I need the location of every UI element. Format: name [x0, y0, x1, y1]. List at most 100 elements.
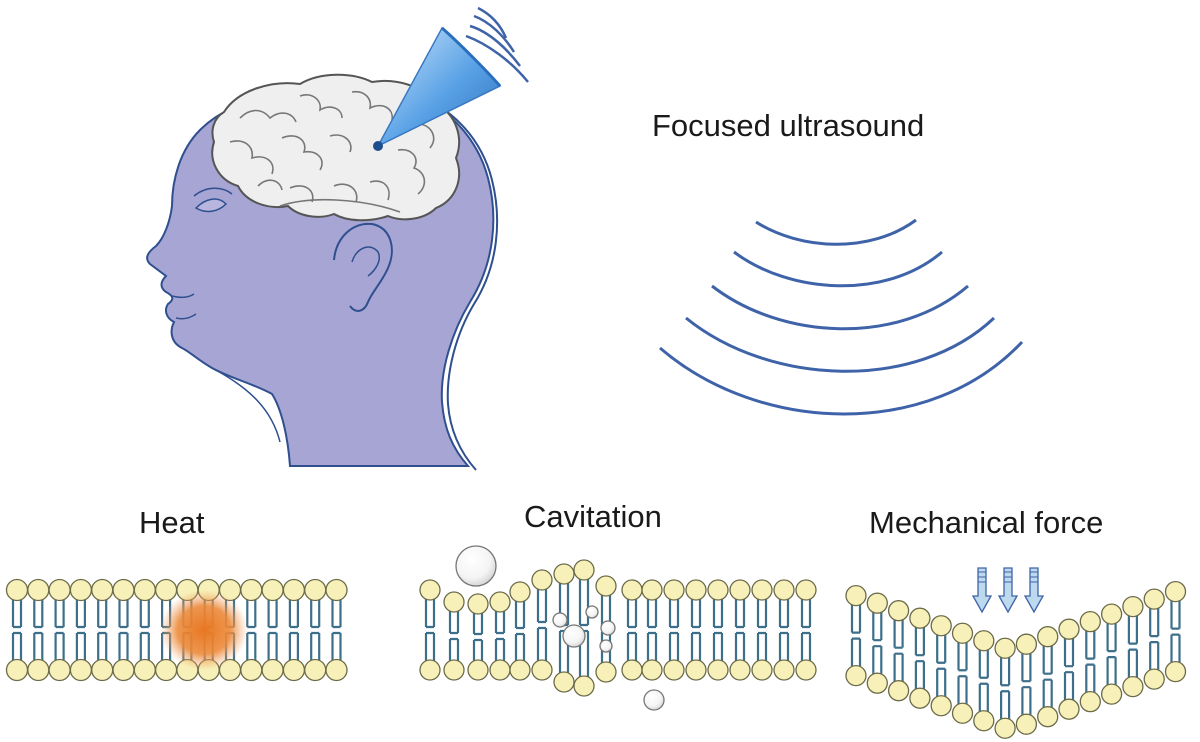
lipid-tail-icon	[800, 631, 812, 661]
lipid-tail-icon	[288, 599, 299, 629]
lipid-tail-icon	[626, 599, 638, 629]
lipid-tail-icon	[978, 649, 989, 679]
lipid-head-icon	[509, 659, 531, 681]
lipid-head-icon	[909, 607, 931, 629]
lipid-head-icon	[973, 630, 995, 652]
lipid-head-icon	[773, 579, 795, 601]
lipid-tail-icon	[139, 599, 150, 629]
lipid-tail-icon	[756, 599, 768, 629]
lipid-head-icon	[531, 569, 553, 591]
lipid-head-icon	[489, 659, 511, 681]
lipid-head-icon	[1164, 660, 1187, 683]
lipid-tail-icon	[690, 599, 702, 629]
lipid-tail-icon	[778, 599, 790, 629]
lipid-tail-icon	[97, 599, 108, 629]
lipid-tail-icon	[800, 599, 812, 629]
lipid-head-icon	[282, 658, 306, 682]
heat-spot	[160, 590, 248, 670]
lipid-tail-icon	[514, 601, 526, 630]
lipid-tail-icon	[11, 631, 23, 661]
lipid-head-icon	[1164, 580, 1187, 603]
lipid-head-icon	[509, 581, 531, 603]
eye-icon	[194, 198, 228, 213]
lipid-head-icon	[154, 578, 178, 602]
lipid-tail-icon	[978, 682, 989, 712]
ultrasound-waves-icon	[659, 218, 1024, 416]
lipid-head-icon	[467, 659, 489, 681]
lipid-head-icon	[641, 659, 663, 681]
lipid-head-icon	[773, 659, 795, 681]
lipid-head-icon	[595, 575, 617, 597]
lipid-head-icon	[1015, 713, 1038, 735]
lipid-tail-icon	[668, 631, 680, 661]
lipid-tail-icon	[914, 660, 925, 690]
lipid-head-icon	[707, 579, 729, 601]
lipid-head-icon	[866, 592, 888, 614]
lipid-head-icon	[663, 579, 685, 601]
lipid-head-icon	[443, 659, 465, 681]
lipid-tail-icon	[1085, 663, 1096, 693]
lipid-head-icon	[930, 695, 952, 717]
lipid-tail-icon	[893, 652, 904, 682]
lipid-tail-icon	[626, 631, 638, 661]
lipid-head-icon	[1037, 706, 1059, 728]
lipid-tail-icon	[424, 631, 436, 661]
lipid-head-icon	[973, 710, 995, 732]
lipid-head-icon	[240, 578, 263, 602]
lipid-tail-icon	[1021, 653, 1032, 683]
lipid-tail-icon	[118, 631, 129, 661]
lipid-head-icon	[1015, 633, 1038, 655]
lipid-tail-icon	[54, 631, 65, 661]
lipid-head-icon	[729, 659, 751, 681]
lipid-head-icon	[1037, 626, 1059, 648]
lipid-head-icon	[27, 658, 50, 682]
lipid-head-icon	[282, 578, 306, 602]
lipid-head-icon	[325, 658, 348, 682]
lipid-head-icon	[531, 659, 553, 681]
lipid-head-icon	[994, 637, 1016, 659]
lipid-tail-icon	[1149, 608, 1160, 638]
lipid-tail-icon	[578, 579, 590, 627]
lipid-head-icon	[1058, 618, 1080, 640]
lipid-tail-icon	[536, 589, 548, 624]
lipid-tail-icon	[957, 642, 968, 672]
lipid-tail-icon	[75, 631, 86, 661]
lipid-tail-icon	[1063, 671, 1075, 701]
lipid-tail-icon	[288, 631, 299, 661]
lipid-tail-icon	[331, 631, 342, 661]
bubble-icon	[562, 624, 586, 648]
lipid-head-icon	[112, 578, 135, 602]
lipid-tail-icon	[936, 667, 947, 697]
lipid-tail-icon	[1021, 686, 1032, 716]
lipid-head-icon	[887, 680, 910, 702]
lipid-head-icon	[751, 579, 773, 601]
lipid-head-icon	[707, 659, 729, 681]
lipid-tail-icon	[331, 599, 342, 629]
bubble-icon	[585, 605, 599, 619]
lipid-head-icon	[261, 578, 284, 602]
lipid-head-icon	[133, 658, 156, 682]
lipid-head-icon	[5, 578, 29, 602]
lipid-tail-icon	[494, 637, 506, 661]
lipid-head-icon	[1122, 675, 1144, 698]
lipid-head-icon	[795, 579, 817, 601]
lipid-tail-icon	[690, 631, 702, 661]
lipid-tail-icon	[850, 637, 862, 667]
lipid-tail-icon	[448, 637, 460, 661]
lipid-head-icon	[573, 559, 595, 581]
lipid-head-icon	[751, 659, 773, 681]
lipid-tail-icon	[893, 619, 904, 649]
lipid-head-icon	[240, 658, 263, 682]
lipid-tail-icon	[246, 599, 257, 629]
lipid-head-icon	[1079, 691, 1101, 713]
lipid-head-icon	[325, 578, 348, 602]
lipid-tail-icon	[536, 626, 548, 661]
lipid-tail-icon	[872, 612, 883, 642]
lipid-head-icon	[154, 658, 178, 682]
lipid-tail-icon	[118, 599, 129, 629]
lipid-tail-icon	[734, 599, 746, 629]
lipid-head-icon	[887, 600, 910, 622]
lipid-tail-icon	[756, 631, 768, 661]
lipid-tail-icon	[668, 599, 680, 629]
